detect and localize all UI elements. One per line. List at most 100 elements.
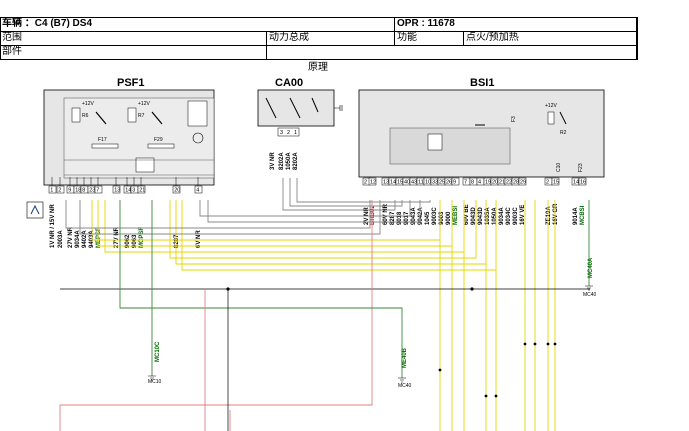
bsi1-pin-number: 4 [478,180,481,186]
bsi1-wire-label: MCBSI [580,205,586,225]
ca00-title: CA00 [275,77,303,89]
fuse-f29: F29 [154,137,163,143]
psf1-wire-label: 9034A [75,230,81,248]
ground-label-mc40-right: MC40 [583,292,597,298]
bsi1-pin-number: 43 [411,180,417,186]
bsi1-pin-box [518,177,527,186]
psf1-wire-label: 9402A [82,230,88,248]
bsi1-wire-label: ZE19A [546,206,552,225]
psf1-pin-number: 1 [50,188,53,194]
psf1-pin-number: 14 [125,188,131,194]
psf1-pin-number: 2 [58,188,61,194]
bsi1-pin-number: 11 [418,180,424,186]
bsi1-pin-number: 2 [364,180,367,186]
psf1-title: PSF1 [117,77,145,89]
bsi1-wire-label: 60V NR [383,203,389,225]
bsi1-pin-number: 13 [383,180,389,186]
bsi1-wire-label: 9043A [411,207,417,225]
diagram-subtitle: 原理 [308,62,328,73]
ground-mc10: MC10C MC10 [148,341,162,385]
opr-label: OPR : 11678 [397,18,455,29]
bsi1-pin-number: 33 [432,180,438,186]
psf1-wire-label: MEPSF [96,227,102,248]
relay-r6: R6 [82,113,89,119]
bsi1-pin-number: 28 [513,180,519,186]
vehicle-label: 车辆 ：C4 (B7) DS4 [2,18,93,29]
function-value: 点火/预加热 [466,32,519,43]
psf1-pin-box [112,185,121,194]
bsi1-pin-number: 29 [520,180,526,186]
psf1-wire-label: 2003A [58,230,64,248]
bsi1-pin-box [551,177,560,186]
bsi1-wire-label: 16V VE [520,205,526,225]
ground-label-mc10: MC10 [148,379,162,385]
bsi1-pin-number: 15 [553,180,559,186]
psf1-pin-number: 21 [139,188,145,194]
psf1-pin-number: 18 [75,188,81,194]
key-icon [334,105,343,111]
bsi1-wire-label: 9034A [499,207,505,225]
ca00-pin-2: 2 [287,130,290,136]
function-label: 功能 [397,32,417,43]
junction-dots [226,287,557,398]
psf1-wire-label: 6V NR [196,230,202,248]
bsi1-wire-label: 9014A [573,207,579,225]
bsi1-pin-number: 19 [485,180,491,186]
relay-r2: R2 [560,130,567,136]
bsi1-pin-number: 22 [506,180,512,186]
bsi1-pin-number: 10 [425,180,431,186]
bsi1-pin-number: 21 [499,180,505,186]
bsi1-wire-label: 9017 [404,211,410,225]
bsi1-wire-label: 60V BE [464,204,470,225]
bsi1-wire-label: 9043D [478,207,484,225]
bsi1-pin-number: 9 [453,180,456,186]
ca00-wire-3: 8202A [293,152,299,170]
bsi1-wire-label: 8287 [390,211,396,225]
psf1-pin-box [137,185,146,194]
bsi1-wire-label: 16V GR [553,203,559,225]
bsi1-module: BSI1 +12V R2 F3 F23 C10 [358,77,605,178]
relay-r7: R7 [138,113,145,119]
bsi1-wire-label: 1050A [492,207,498,225]
bsi1-wire-label: 9003C [432,207,438,225]
bsi1-pin-box [451,177,460,186]
ca00-wire-2: 1050A [286,152,292,170]
bsi1-wire-label: 9003C [513,207,519,225]
psf1-wire-label: 9063 [132,234,138,248]
bsi1-pin-number: 8 [471,180,474,186]
ground-mc40-right: MC40A MC40 [583,257,597,298]
psf1-wire-label: 27V NR [114,226,120,248]
bsi1-pin-number: 14 [390,180,396,186]
psf1-pin-number: 13 [114,188,120,194]
ground-label-mc40: MC40 [398,383,412,389]
fuse-f17: F17 [98,137,107,143]
bsi1-pin-number: 12 [370,180,376,186]
psf1-pin-number: 8 [82,188,85,194]
bsi1-wire-label: 9043D [471,207,477,225]
psf1-pin-number: 3 [132,188,135,194]
bsi1-pin-number: 7 [464,180,467,186]
psf1-module: PSF1 +12V +12V R6 R7 F17 F29 [43,77,215,186]
ca00-wire-0: 3V NR [270,152,276,170]
bsi1-pin-number: 26 [446,180,452,186]
scope-value: 动力总成 [269,32,309,43]
bsi1-wire-label: 9003 [439,211,445,225]
bsi1-wire-label: 1045 [425,211,431,225]
psf1-pin-box [48,185,57,194]
bsi1-wire-label: 9018 [397,211,403,225]
bsi1-pin-box [578,177,587,186]
psf1-12v-a: +12V [82,101,94,107]
ca00-pin-1: 1 [294,130,297,136]
bsi1-wire-label: 1035A [485,207,491,225]
bsi1-pin-number: 40 [404,180,410,186]
ca00-module: CA00 3 2 1 3V NR 8202A 1050A 8202A [257,77,343,170]
bsi1-pin-number: 14 [573,180,579,186]
ca00-pin-3: 3 [280,130,283,136]
psf1-pin-box [94,185,103,194]
scope-label: 范围 [2,32,22,43]
psf1-wire-label: 1V NR / 15V NR [50,204,56,248]
bsi1-pin-box [368,177,377,186]
psf1-pin-box [172,185,181,194]
